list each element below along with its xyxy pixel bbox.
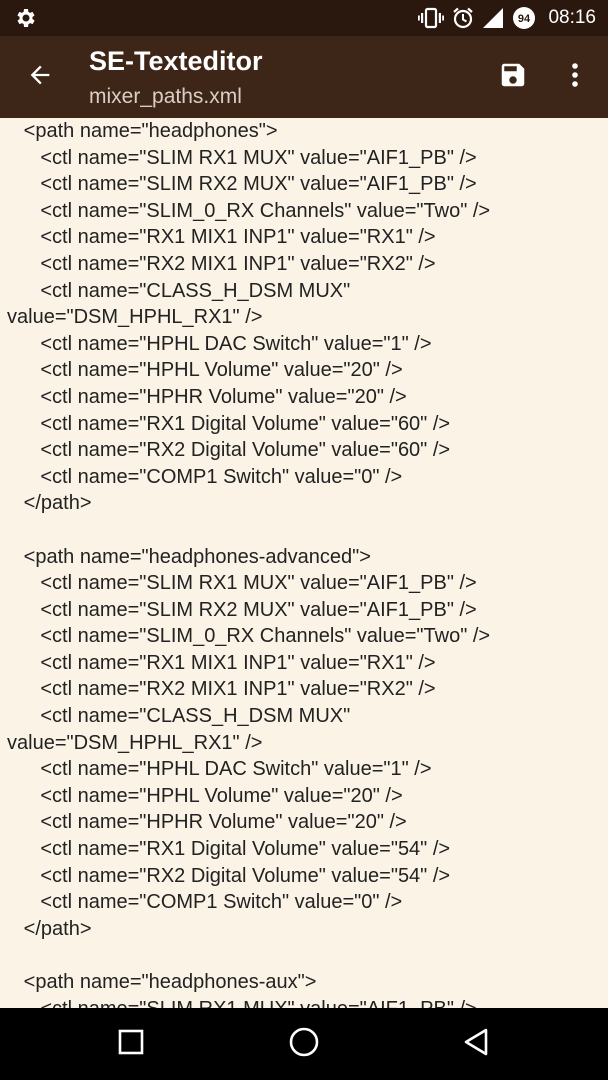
code-line: <ctl name="SLIM RX2 MUX" value="AIF1_PB"…	[7, 598, 477, 621]
code-line: <ctl name="HPHR Volume" value="20" />	[7, 385, 407, 408]
code-line: <ctl name="COMP1 Switch" value="0" />	[7, 465, 403, 488]
status-icons: 94 08:16	[418, 0, 596, 36]
status-bar: 94 08:16	[0, 0, 608, 36]
battery-icon: 94	[512, 6, 536, 30]
code-line: <ctl name="SLIM RX2 MUX" value="AIF1_PB"…	[7, 173, 477, 196]
back-triangle-icon	[462, 1027, 490, 1062]
code-line: value="DSM_HPHL_RX1" />	[7, 306, 263, 329]
code-line: <ctl name="RX2 Digital Volume" value="60…	[7, 439, 451, 462]
code-line: </path>	[7, 492, 92, 515]
code-line: <ctl name="HPHL DAC Switch" value="1" />	[7, 758, 432, 781]
code-line: <ctl name="HPHR Volume" value="20" />	[7, 811, 407, 834]
code-line: <path name="headphones">	[7, 120, 278, 142]
code-line	[7, 517, 597, 544]
file-name: mixer_paths.xml	[89, 85, 242, 108]
more-options-button[interactable]	[560, 58, 590, 96]
app-title: SE-Texteditor	[89, 46, 263, 76]
code-line: <ctl name="RX2 MIX1 INP1" value="RX2" />	[7, 678, 436, 701]
navigation-bar	[0, 1008, 608, 1080]
battery-level: 94	[518, 13, 531, 25]
gear-icon	[14, 6, 38, 30]
code-line: <ctl name="HPHL DAC Switch" value="1" />	[7, 332, 432, 355]
save-icon	[498, 60, 528, 95]
code-line: <ctl name="SLIM_0_RX Channels" value="Tw…	[7, 625, 491, 648]
code-line: <ctl name="RX1 Digital Volume" value="54…	[7, 838, 451, 861]
code-line: <ctl name="HPHL Volume" value="20" />	[7, 784, 403, 807]
code-line: <ctl name="SLIM RX1 MUX" value="AIF1_PB"…	[7, 572, 477, 595]
app-toolbar: SE-Texteditor mixer_paths.xml	[0, 36, 608, 118]
code-content: <path name="headphones"> <ctl name="SLIM…	[7, 118, 597, 1008]
code-line: <path name="headphones-advanced">	[7, 545, 371, 568]
recents-square-icon	[117, 1028, 145, 1061]
code-line: <ctl name="SLIM_0_RX Channels" value="Tw…	[7, 199, 491, 222]
code-line: <ctl name="COMP1 Switch" value="0" />	[7, 891, 403, 914]
code-line: <ctl name="RX2 Digital Volume" value="54…	[7, 864, 451, 887]
code-line: <path name="headphones-aux">	[7, 971, 317, 993]
code-line: <ctl name="RX1 MIX1 INP1" value="RX1" />	[7, 651, 436, 674]
code-line: <ctl name="SLIM RX1 MUX" value="AIF1_PB"…	[7, 146, 477, 169]
code-line: <ctl name="RX2 MIX1 INP1" value="RX2" />	[7, 252, 436, 275]
status-time: 08:16	[548, 7, 596, 28]
save-button[interactable]	[494, 58, 532, 96]
recents-button[interactable]	[107, 1020, 155, 1068]
code-line: <ctl name="SLIM RX1 MUX" value="AIF1_PB"…	[7, 996, 597, 1008]
back-button[interactable]	[22, 59, 58, 95]
home-button[interactable]	[280, 1020, 328, 1068]
code-line: </path>	[7, 917, 92, 940]
back-arrow-icon	[26, 61, 54, 94]
code-line: <ctl name="RX1 Digital Volume" value="60…	[7, 412, 451, 435]
signal-icon	[482, 7, 504, 29]
more-vert-icon	[571, 62, 579, 93]
code-line: <ctl name="CLASS_H_DSM MUX"	[7, 705, 351, 728]
text-editor-area[interactable]: <path name="headphones"> <ctl name="SLIM…	[0, 118, 608, 1008]
code-line: <ctl name="CLASS_H_DSM MUX"	[7, 279, 351, 302]
code-line	[7, 942, 597, 969]
home-circle-icon	[288, 1026, 320, 1063]
code-line: <ctl name="RX1 MIX1 INP1" value="RX1" />	[7, 226, 436, 249]
code-line: <ctl name="HPHL Volume" value="20" />	[7, 359, 403, 382]
alarm-icon	[452, 7, 474, 29]
back-nav-button[interactable]	[452, 1020, 500, 1068]
code-line: value="DSM_HPHL_RX1" />	[7, 731, 263, 754]
vibrate-icon	[418, 7, 445, 29]
